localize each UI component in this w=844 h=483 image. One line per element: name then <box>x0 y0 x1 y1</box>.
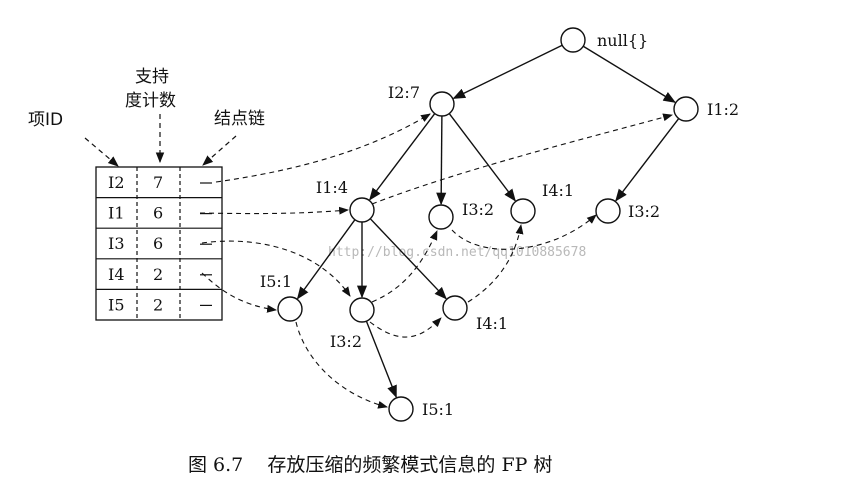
tree-node-label: I4:1 <box>542 181 574 200</box>
tree-node-circle <box>429 91 455 117</box>
tree-node: null{} <box>560 27 648 53</box>
node-link-arrow <box>451 214 597 250</box>
header-item-id: 项ID <box>28 110 63 130</box>
table-row: I3 6 <box>108 234 212 253</box>
tree-node: I3:2 <box>428 200 494 230</box>
tree-node: I2:7 <box>388 83 455 117</box>
table-cell-item: I5 <box>108 295 125 314</box>
tree-node: I4:1 <box>442 295 508 333</box>
table-row: I2 7 <box>108 173 212 192</box>
table-row: I5 2 <box>108 295 212 314</box>
node-link-arrow <box>201 240 351 297</box>
tree-node-label: I4:1 <box>476 314 508 333</box>
tree-node-circle <box>428 204 454 230</box>
tree-node-label: I3:2 <box>462 200 494 219</box>
tree-node-circle <box>388 396 414 422</box>
tree-node: I5:1 <box>260 272 303 322</box>
tree-node-label: I5:1 <box>260 272 292 291</box>
tree-node-circle <box>349 197 375 223</box>
tree-edge <box>296 219 356 300</box>
tree-node-circle <box>673 96 699 122</box>
header-node-link: 结点链 <box>214 109 265 129</box>
table-cell-item: I3 <box>108 234 125 253</box>
table-cell-item: I2 <box>108 173 125 192</box>
node-link-arrow <box>371 230 438 303</box>
node-link-arrow <box>201 272 277 313</box>
table-cell-count: 2 <box>153 265 163 284</box>
table-row: I1 6 <box>108 204 212 223</box>
node-link-arrow <box>199 206 349 215</box>
tree-node-label: I5:1 <box>422 400 454 419</box>
node-link-arrow <box>369 317 442 338</box>
tree-node-circle <box>349 297 375 323</box>
tree-node-circle <box>442 295 468 321</box>
tree-node-circle <box>560 27 586 53</box>
tree-node: I1:4 <box>316 178 375 223</box>
tree-edge <box>369 218 447 300</box>
tree-edge <box>615 118 680 202</box>
tree-node: I5:1 <box>388 396 454 422</box>
tree-edge <box>365 320 397 399</box>
tree-edge <box>448 113 516 202</box>
tree-node-label: I2:7 <box>388 83 420 102</box>
tree-nodes: null{}I2:7I1:2I1:4I3:2I4:1I3:2I5:1I3:2I4… <box>260 27 739 422</box>
node-link-arrow <box>215 113 431 183</box>
tree-node: I3:2 <box>330 297 375 351</box>
arrow-node-link <box>202 135 237 166</box>
tree-node-label: I3:2 <box>628 202 660 221</box>
node-link-arrow <box>371 113 673 205</box>
tree-edge <box>452 44 563 99</box>
node-links <box>199 113 673 409</box>
table-cell-item: I4 <box>108 265 125 284</box>
table-cell-item: I1 <box>108 204 125 223</box>
tree-edge <box>369 113 436 201</box>
tree-node: I1:2 <box>673 96 739 122</box>
tree-node-label: I1:2 <box>707 100 739 119</box>
tree-node-circle <box>277 296 303 322</box>
header-arrows <box>84 114 237 167</box>
header-support-line1: 支持 <box>135 67 169 87</box>
table-border <box>95 166 223 321</box>
tree-edges <box>296 44 680 399</box>
tree-node: I3:2 <box>595 198 660 224</box>
tree-node-label: I3:2 <box>330 332 362 351</box>
watermark-text: http://blog.csdn.net/qq1010885678 <box>328 245 586 260</box>
table-cell-count: 6 <box>153 204 163 223</box>
arrow-item-id <box>84 137 119 167</box>
node-link-arrow <box>467 224 524 303</box>
tree-node-circle <box>510 198 536 224</box>
table-row: I4 2 <box>108 265 212 284</box>
table-cell-count: 2 <box>153 295 163 314</box>
tree-node: I4:1 <box>510 181 574 224</box>
header-support-line2: 度计数 <box>125 91 176 111</box>
tree-node-circle <box>595 198 621 224</box>
table-cell-count: 7 <box>153 173 163 192</box>
tree-edge <box>436 115 447 206</box>
figure-caption: 图 6.7 存放压缩的频繁模式信息的 FP 树 <box>188 454 552 476</box>
tree-edge <box>582 45 676 103</box>
node-link-arrow <box>295 321 388 409</box>
table-cell-count: 6 <box>153 234 163 253</box>
tree-node-label: I1:4 <box>316 178 348 197</box>
tree-node-label: null{} <box>597 31 648 50</box>
